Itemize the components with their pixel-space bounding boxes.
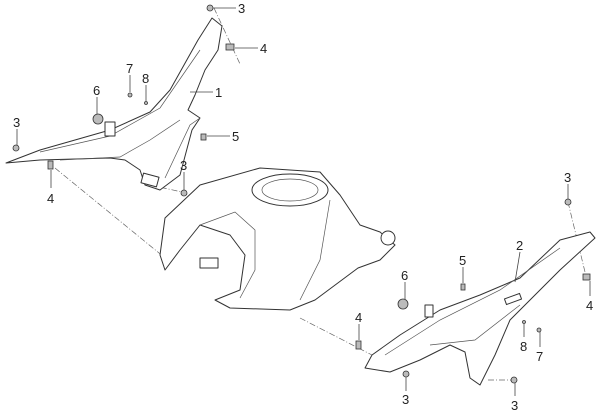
callout-3: 3	[564, 170, 571, 185]
callout-8: 8	[520, 339, 527, 354]
callout-3: 3	[402, 392, 409, 407]
washer-icon	[522, 320, 526, 324]
clip-icon	[582, 273, 591, 281]
callout-4: 4	[586, 298, 593, 313]
clip-icon	[355, 340, 362, 350]
callout-6: 6	[401, 268, 408, 283]
hardware	[12, 4, 591, 384]
callout-4: 4	[355, 310, 362, 325]
clip-icon	[200, 133, 207, 141]
nut-icon	[180, 189, 188, 197]
nut-icon	[206, 4, 214, 12]
callout-3: 3	[13, 115, 20, 130]
assembly-line	[54, 167, 171, 263]
screw-icon	[536, 327, 542, 333]
callout-2: 2	[516, 238, 523, 253]
callout-4: 4	[260, 41, 267, 56]
grommet-icon	[397, 298, 409, 310]
fuel-tank	[159, 167, 396, 311]
assembly-line	[213, 7, 241, 65]
clip-icon	[47, 160, 54, 170]
callout-3: 3	[180, 158, 187, 173]
callout-4: 4	[47, 191, 54, 206]
callout-3: 3	[511, 398, 518, 413]
callout-8: 8	[142, 71, 149, 86]
clip-icon	[460, 283, 466, 291]
nut-icon	[402, 370, 410, 378]
nut-icon	[510, 376, 518, 384]
right-side-cover-part-2	[364, 231, 596, 386]
callout-1: 1	[215, 85, 222, 100]
nut-icon	[12, 144, 20, 152]
screw-icon	[127, 92, 133, 98]
callout-5: 5	[232, 129, 239, 144]
callout-labels: 3 4 7 8 6 1 3 5 3 4 3 2 5 6 4 4 8 7 3 3	[13, 1, 593, 413]
callout-7: 7	[536, 349, 543, 364]
left-side-cover-part-1	[5, 17, 223, 191]
callout-6: 6	[93, 83, 100, 98]
washer-icon	[144, 101, 148, 105]
callout-7: 7	[126, 61, 133, 76]
nut-icon	[564, 198, 572, 206]
leader-lines	[16, 7, 591, 396]
callout-5: 5	[459, 253, 466, 268]
clip-icon	[225, 43, 235, 51]
grommet-icon	[92, 113, 104, 125]
callout-3: 3	[238, 1, 245, 16]
